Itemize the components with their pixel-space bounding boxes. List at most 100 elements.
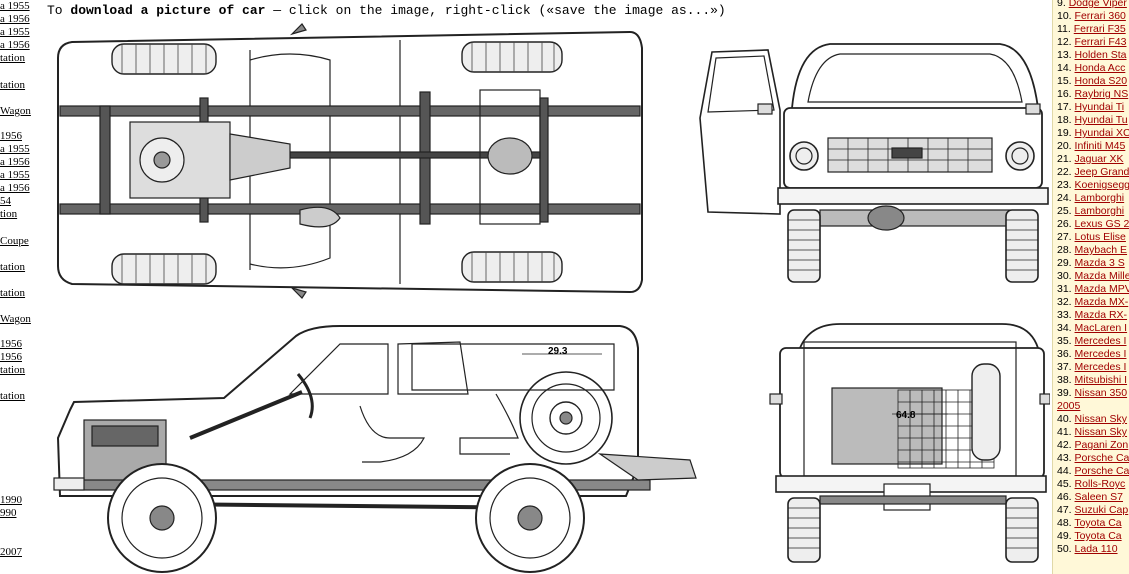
dimension-label-cargo: 64.8 (896, 410, 916, 421)
model-list-link[interactable]: Mitsubishi I (1074, 374, 1128, 386)
model-list-item: 50. Lada 110 (1057, 543, 1118, 556)
model-list-link[interactable]: Raybrig NS (1074, 88, 1129, 100)
left-nav-link[interactable]: a 1956 (0, 13, 30, 25)
model-list-link[interactable]: Toyota Ca (1074, 530, 1122, 542)
side-view (53, 325, 697, 573)
model-list-number: 33. (1057, 309, 1072, 321)
model-list-item: 47. Suzuki Cap (1057, 504, 1128, 517)
left-nav-link[interactable]: tation (0, 364, 26, 376)
left-nav-link[interactable]: tation (0, 261, 26, 273)
left-nav-link[interactable]: 1956 (0, 130, 22, 142)
left-nav-link[interactable]: 2007 (0, 546, 22, 558)
left-nav-link[interactable]: a 1956 (0, 182, 30, 194)
instruction-prefix: To (47, 3, 71, 18)
model-list-item: 31. Mazda MPV (1057, 283, 1129, 296)
model-list-link[interactable]: Nissan Sky (1074, 413, 1128, 425)
model-list-link[interactable]: Ferrari F43 (1074, 36, 1127, 48)
model-list-link[interactable]: Mercedes I (1074, 335, 1127, 347)
download-instruction: To download a picture of car — click on … (47, 3, 726, 18)
front-view (699, 43, 1049, 283)
model-list-link[interactable]: Honda Acc (1074, 62, 1126, 74)
model-list-number: 38. (1057, 374, 1072, 386)
model-list-link[interactable]: Mercedes I (1074, 361, 1127, 373)
left-nav-link[interactable]: Coupe (0, 235, 29, 247)
model-list-link[interactable]: Mazda Mille (1074, 270, 1129, 282)
model-list-link[interactable]: Nissan Sky (1074, 426, 1128, 438)
left-nav-link[interactable]: 1990 (0, 494, 22, 506)
model-list-link[interactable]: Porsche Ca (1074, 465, 1129, 477)
left-nav-link[interactable]: 990 (0, 507, 17, 519)
left-nav-link[interactable]: 1956 (0, 351, 22, 363)
model-list-link[interactable]: Maybach E (1074, 244, 1128, 256)
model-list-link[interactable]: Pagani Zon (1074, 439, 1129, 451)
model-list-item: 20. Infiniti M45 (1057, 140, 1125, 153)
model-list-link[interactable]: Nissan 350 (1074, 387, 1128, 399)
left-nav-link[interactable]: Wagon (0, 105, 31, 117)
left-nav-link[interactable]: a 1956 (0, 39, 30, 51)
left-nav-link[interactable]: Wagon (0, 313, 31, 325)
model-list-link[interactable]: Koenigsegg (1074, 179, 1129, 191)
model-list-number: 46. (1057, 491, 1072, 503)
model-list-link[interactable]: Lamborghi (1074, 192, 1125, 204)
model-list-link[interactable]: Hyundai XC (1074, 127, 1129, 139)
model-list-item: 14. Honda Acc (1057, 62, 1125, 75)
model-list-number: 35. (1057, 335, 1072, 347)
model-list-link[interactable]: Ferrari F35 (1073, 23, 1126, 35)
model-list-link[interactable]: Toyota Ca (1074, 517, 1122, 529)
model-list-link[interactable]: Saleen S7 (1074, 491, 1123, 503)
model-list-number: 36. (1057, 348, 1072, 360)
model-list-link[interactable]: Lotus Elise (1074, 231, 1126, 243)
model-list-link[interactable]: Mazda 3 S (1074, 257, 1125, 269)
model-list-number: 18. (1057, 114, 1072, 126)
model-list-link[interactable]: Honda S20 (1074, 75, 1128, 87)
model-list-number: 30. (1057, 270, 1072, 282)
left-nav-link[interactable]: a 1955 (0, 143, 30, 155)
model-list-item: 40. Nissan Sky (1057, 413, 1127, 426)
model-list-number: 29. (1057, 257, 1072, 269)
model-list-number: 20. (1057, 140, 1072, 152)
model-list-number: 32. (1057, 296, 1072, 308)
model-list-item: 12. Ferrari F43 (1057, 36, 1126, 49)
model-list-link[interactable]: Ferrari 360 (1074, 10, 1126, 22)
left-nav-link[interactable]: tation (0, 52, 26, 64)
model-list-number: 42. (1057, 439, 1072, 451)
model-list-number: 22. (1057, 166, 1072, 178)
model-list-link[interactable]: Infiniti M45 (1074, 140, 1126, 152)
model-list-link[interactable]: Lamborghi (1074, 205, 1125, 217)
model-list-link[interactable]: Jeep Grand (1074, 166, 1129, 178)
model-list-link[interactable]: Rolls-Royc (1074, 478, 1126, 490)
left-nav-link[interactable]: 1956 (0, 338, 22, 350)
model-list-link[interactable]: Hyundai Tu (1074, 114, 1128, 126)
model-list-number: 27. (1057, 231, 1072, 243)
model-list-number: 16. (1057, 88, 1072, 100)
model-list-link[interactable]: Jaguar XK (1074, 153, 1124, 165)
model-list-link[interactable]: Holden Sta (1074, 49, 1127, 61)
model-list-link[interactable]: MacLaren I (1074, 322, 1128, 334)
left-nav-link[interactable]: a 1955 (0, 169, 30, 181)
left-nav-link[interactable]: a 1956 (0, 156, 30, 168)
model-list-link[interactable]: 2005 (1057, 400, 1081, 412)
left-nav-link[interactable]: tion (0, 208, 18, 220)
model-list-link[interactable]: Mercedes I (1074, 348, 1127, 360)
model-list-link[interactable]: Mazda MPV (1074, 283, 1129, 295)
left-nav-link[interactable]: tation (0, 287, 26, 299)
model-list-link[interactable]: Lexus GS 2 (1074, 218, 1129, 230)
model-list-item: 24. Lamborghi (1057, 192, 1124, 205)
model-list-item: 22. Jeep Grand (1057, 166, 1129, 179)
model-list-link[interactable]: Porsche Ca (1074, 452, 1129, 464)
left-nav-link[interactable]: 54 (0, 195, 11, 207)
left-nav-link[interactable]: tation (0, 390, 26, 402)
left-nav-link[interactable]: tation (0, 79, 26, 91)
left-nav-link[interactable]: a 1955 (0, 26, 30, 38)
car-blueprint-image[interactable]: 29.3 64.8 (40, 18, 1050, 574)
model-list-link[interactable]: Mazda RX- (1074, 309, 1128, 321)
model-list-link[interactable]: Mazda MX- (1074, 296, 1129, 308)
model-list-number: 41. (1057, 426, 1072, 438)
model-list-item: 28. Maybach E (1057, 244, 1127, 257)
model-list-link[interactable]: Hyundai Ti (1074, 101, 1125, 113)
left-nav-link[interactable]: a 1955 (0, 0, 30, 12)
model-list-link[interactable]: Dodge Viper (1068, 0, 1127, 9)
model-list-link[interactable]: Suzuki Cap (1074, 504, 1129, 516)
model-list-item: 2005 (1057, 400, 1080, 413)
model-list-link[interactable]: Lada 110 (1074, 543, 1118, 555)
